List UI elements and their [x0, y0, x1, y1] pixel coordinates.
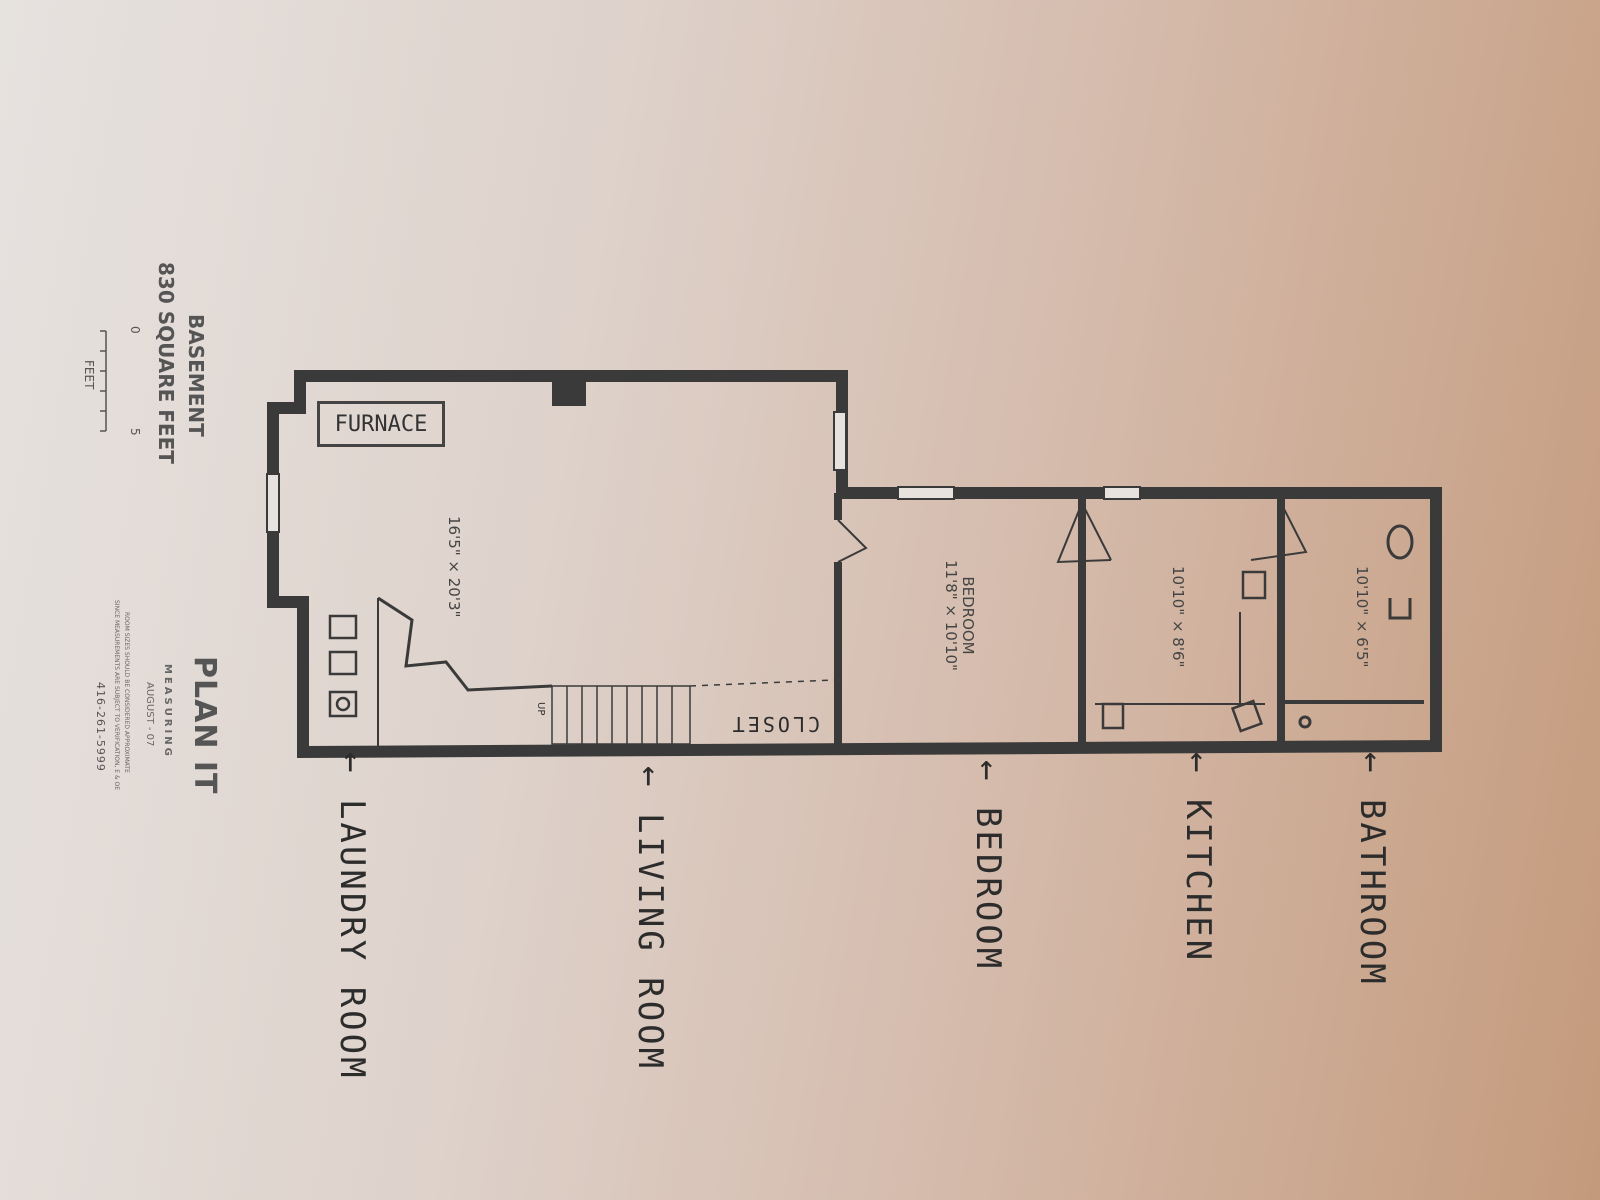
annotation-kitchen: ← KITCHEN: [1178, 752, 1218, 964]
wall-column: [552, 376, 586, 406]
stair-up-mark: UP: [535, 702, 546, 716]
stair-rail: [377, 596, 553, 692]
scale-unit: FEET: [82, 360, 96, 390]
kitchen-dimensions: 10'10" × 8'6": [1169, 566, 1187, 668]
furnace-text: FURNACE: [334, 411, 428, 437]
bath-drain-icon: [1298, 715, 1312, 729]
closet-label: CLOSET: [729, 712, 820, 736]
scale-bar: [100, 330, 107, 432]
annotation-laundry-room: ← LAUNDRY ROOM: [332, 752, 372, 1081]
toilet-icon: [1386, 524, 1414, 560]
bedroom-label: BEDROOM 11'8" × 10'10": [942, 560, 977, 671]
exterior-wall: [267, 370, 1442, 759]
window-kitchen: [1103, 486, 1141, 500]
annotation-bathroom: ← BATHROOM: [1352, 752, 1392, 987]
plan-date: AUGUST - 07: [144, 682, 155, 747]
furnace-label: FURNACE: [317, 401, 445, 447]
door-kitchen-right: [1250, 502, 1308, 561]
closet-dashed: [689, 679, 835, 687]
title-area: 830 SQUARE FEET: [154, 262, 178, 464]
phone-number: 416-261-5999: [94, 682, 107, 772]
laundry-sink: [328, 690, 358, 718]
company-sub: MEASURING: [162, 664, 173, 759]
company-name: PLAN IT: [187, 656, 222, 795]
staircase: [551, 685, 691, 745]
scale-start: 0: [128, 326, 142, 334]
laundry-dryer: [328, 650, 358, 676]
annotation-living-room: ← LIVING ROOM: [630, 766, 670, 1072]
window-living-left: [266, 473, 280, 533]
laundry-washer: [328, 614, 358, 640]
bedroom-name: BEDROOM: [959, 576, 977, 655]
annotation-bedroom: ← BEDROOM: [968, 760, 1008, 972]
bedroom-dimensions: 11'8" × 10'10": [942, 560, 960, 671]
kitchen-fridge: [1101, 702, 1125, 730]
window-living-right: [833, 411, 847, 471]
toilet-tank-icon: [1388, 598, 1412, 620]
kitchen-stove: [1241, 570, 1267, 600]
window-bedroom: [897, 486, 955, 500]
scale-end: 5: [128, 428, 142, 436]
kitchen-sink: [1230, 699, 1264, 733]
bathroom-dimensions: 10'10" × 6'5": [1353, 566, 1371, 668]
living-room-dimensions: 16'5" × 20'3": [445, 516, 463, 618]
title-basement: BASEMENT: [184, 314, 208, 437]
door-bedroom: [837, 519, 868, 563]
disclaimer-line2: SINCE MEASUREMENTS ARE SUBJECT TO VERIFI…: [113, 600, 120, 791]
door-kitchen: [1056, 502, 1112, 564]
